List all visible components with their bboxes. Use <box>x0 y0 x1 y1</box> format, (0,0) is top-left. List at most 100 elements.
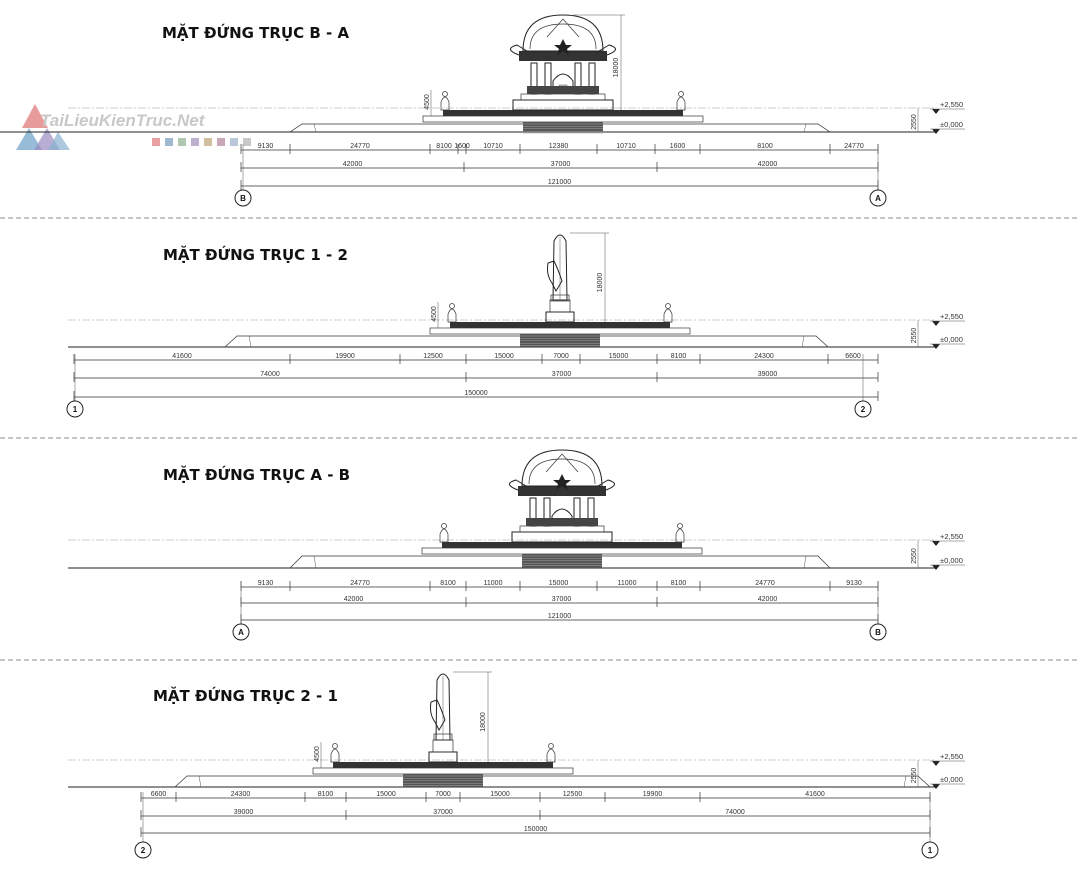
dim-label: 37000 <box>433 809 453 816</box>
terrace-edges <box>198 775 907 788</box>
upper-terrace <box>422 115 704 123</box>
terrace-outline <box>174 775 931 788</box>
dim-label: 1600 <box>454 143 470 150</box>
axis-label: A <box>875 194 881 203</box>
level-marker-icon <box>932 344 940 349</box>
level-label: +2,550 <box>940 752 963 761</box>
crown-inner <box>529 23 597 50</box>
dim-label: 8100 <box>671 580 687 587</box>
axis-label: 2 <box>141 846 146 855</box>
dim-label: 7000 <box>435 791 451 798</box>
statue-head <box>548 743 554 749</box>
dim-label: 8100 <box>318 791 334 798</box>
axis-label: B <box>240 194 246 203</box>
crown-arch <box>521 449 603 487</box>
section-title: MẶT ĐỨNG TRỤC 2 - 1 <box>153 685 338 705</box>
plinth-step <box>520 93 606 101</box>
dim-label: 9130 <box>846 580 862 587</box>
height-dim-label: 18000 <box>480 712 487 732</box>
level-label: +2,550 <box>940 100 963 109</box>
upper-terrace <box>312 767 574 775</box>
terrace-edges <box>248 335 805 348</box>
axis-label: 1 <box>73 405 78 414</box>
plinth <box>512 99 614 111</box>
ornament-band <box>526 518 598 526</box>
small-statue <box>440 96 450 111</box>
axis-label: 2 <box>861 405 866 414</box>
small-statue <box>330 748 340 763</box>
dim-label: 12500 <box>423 353 443 360</box>
sculpture-figure <box>430 699 446 732</box>
axis-bubble <box>869 623 887 641</box>
sculpture-figure <box>547 260 563 293</box>
dim-label: 1600 <box>670 143 686 150</box>
terrace-edges <box>313 123 807 133</box>
ornament-band <box>527 86 599 94</box>
level-label: +2,550 <box>940 312 963 321</box>
dim-label: 37000 <box>552 371 572 378</box>
dim-label: 19900 <box>335 353 355 360</box>
dim-total-label: 150000 <box>464 390 487 397</box>
dim-total-label: 150000 <box>524 826 547 833</box>
small-statue <box>663 308 673 323</box>
watermark-text: TaiLieuKienTruc.Net <box>40 111 206 130</box>
statue-head <box>442 91 448 97</box>
base-dim-label: 2550 <box>911 548 918 564</box>
dim-label: 7000 <box>553 353 569 360</box>
dim-label: 8100 <box>440 580 456 587</box>
dim-label: 9130 <box>258 580 274 587</box>
level-marker-icon <box>932 541 940 546</box>
niche <box>552 73 574 86</box>
wing-right <box>598 44 616 56</box>
dim-label: 8100 <box>671 353 687 360</box>
dim-label: 37000 <box>552 596 572 603</box>
dim-label: 24770 <box>350 580 370 587</box>
crown-inner <box>528 458 596 485</box>
niche-inner <box>558 84 568 87</box>
dim-label: 10710 <box>616 143 636 150</box>
axis-bubble <box>921 841 939 859</box>
dim-label: 12500 <box>563 791 583 798</box>
lintel <box>518 486 606 496</box>
band <box>433 733 453 741</box>
wing-left <box>509 479 527 491</box>
dim-label: 39000 <box>758 371 778 378</box>
dim-label: 41600 <box>172 353 192 360</box>
dim-label: 19900 <box>643 791 663 798</box>
terrace-edges <box>313 555 807 569</box>
base-dim-label: 2550 <box>911 328 918 344</box>
axis-bubble <box>854 400 872 418</box>
height-dim-label: 18000 <box>597 273 604 293</box>
dim-label: 6600 <box>151 791 167 798</box>
axis-bubble <box>66 400 84 418</box>
pedestal-step <box>432 739 454 753</box>
central-stair <box>523 122 603 132</box>
balustrade <box>442 542 682 548</box>
dim-label: 8100 <box>436 143 452 150</box>
balustrade <box>450 322 670 328</box>
height-dim-label: 18000 <box>613 58 620 78</box>
dim-label: 11000 <box>618 580 637 587</box>
statue-head <box>665 303 671 309</box>
dim-label: 15000 <box>549 580 569 587</box>
level-label: +2,550 <box>940 532 963 541</box>
dim-label: 37000 <box>551 161 571 168</box>
pedestal <box>545 311 575 323</box>
obelisk-shaft <box>552 234 568 301</box>
statue-head <box>332 743 338 749</box>
statue-head <box>678 91 684 97</box>
dim-label: 74000 <box>260 371 280 378</box>
axis-label: A <box>238 628 244 637</box>
small-statue <box>447 308 457 323</box>
watermark-logo: TaiLieuKienTruc.Net <box>16 104 251 150</box>
star-icon <box>553 474 571 490</box>
side-dim-label: 4500 <box>424 94 431 110</box>
axis-label: B <box>875 628 881 637</box>
section-title: MẶT ĐỨNG TRỤC A - B <box>163 464 350 484</box>
obelisk-shaft <box>435 673 451 741</box>
level-marker-icon <box>932 129 940 134</box>
level-marker-icon <box>932 784 940 789</box>
